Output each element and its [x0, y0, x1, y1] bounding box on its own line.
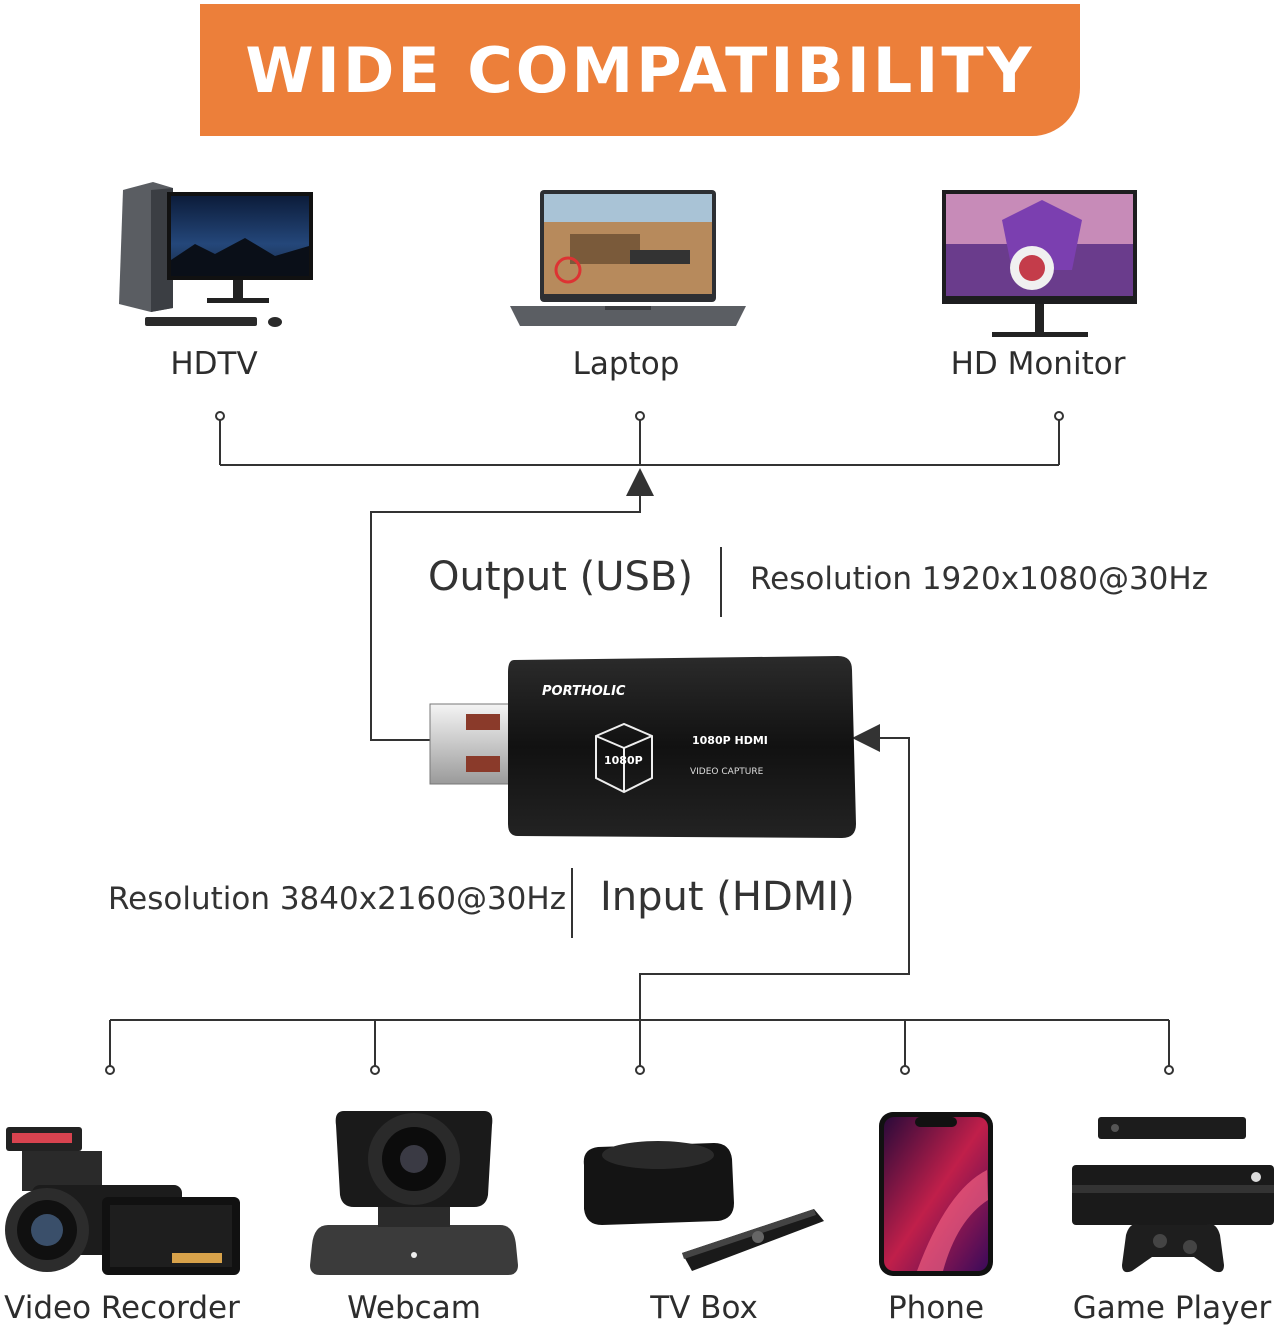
device-brand: PORTHOLIC — [542, 684, 626, 699]
capture-device: PORTHOLIC 1080P 1080P HDMI VIDEO CAPTURE — [428, 654, 858, 840]
desktop-pc-icon — [119, 182, 313, 327]
title-banner: WIDE COMPATIBILITY — [200, 4, 1080, 136]
input-label-video-recorder: Video Recorder — [4, 1290, 240, 1326]
input-label-game-player: Game Player — [1072, 1290, 1272, 1326]
camcorder-icon — [5, 1127, 240, 1275]
banner-title: WIDE COMPATIBILITY — [245, 33, 1035, 107]
output-spec-title: Output (USB) — [428, 554, 693, 600]
phone-icon — [879, 1112, 993, 1276]
input-spec-divider — [571, 868, 573, 938]
input-spec-title: Input (HDMI) — [600, 874, 855, 920]
capture-device-icon — [429, 656, 856, 838]
output-spec-divider — [720, 547, 722, 617]
game-console-icon — [1072, 1117, 1274, 1273]
input-spec-detail: Resolution 3840x2160@30Hz — [108, 881, 566, 917]
output-label-hd-monitor: HD Monitor — [950, 346, 1126, 382]
device-subtitle: VIDEO CAPTURE — [690, 767, 764, 777]
output-spec-detail: Resolution 1920x1080@30Hz — [750, 561, 1208, 597]
input-label-webcam: Webcam — [347, 1290, 481, 1326]
laptop-icon — [510, 190, 746, 326]
input-label-tv-box: TV Box — [650, 1290, 758, 1326]
device-badge: 1080P — [604, 754, 643, 767]
output-label-laptop: Laptop — [572, 346, 680, 382]
webcam-icon — [310, 1111, 518, 1275]
device-model: 1080P HDMI — [692, 734, 768, 747]
input-label-phone: Phone — [887, 1290, 985, 1326]
output-label-hdtv: HDTV — [170, 346, 258, 382]
tv-box-icon — [583, 1141, 824, 1271]
monitor-icon — [942, 190, 1137, 337]
